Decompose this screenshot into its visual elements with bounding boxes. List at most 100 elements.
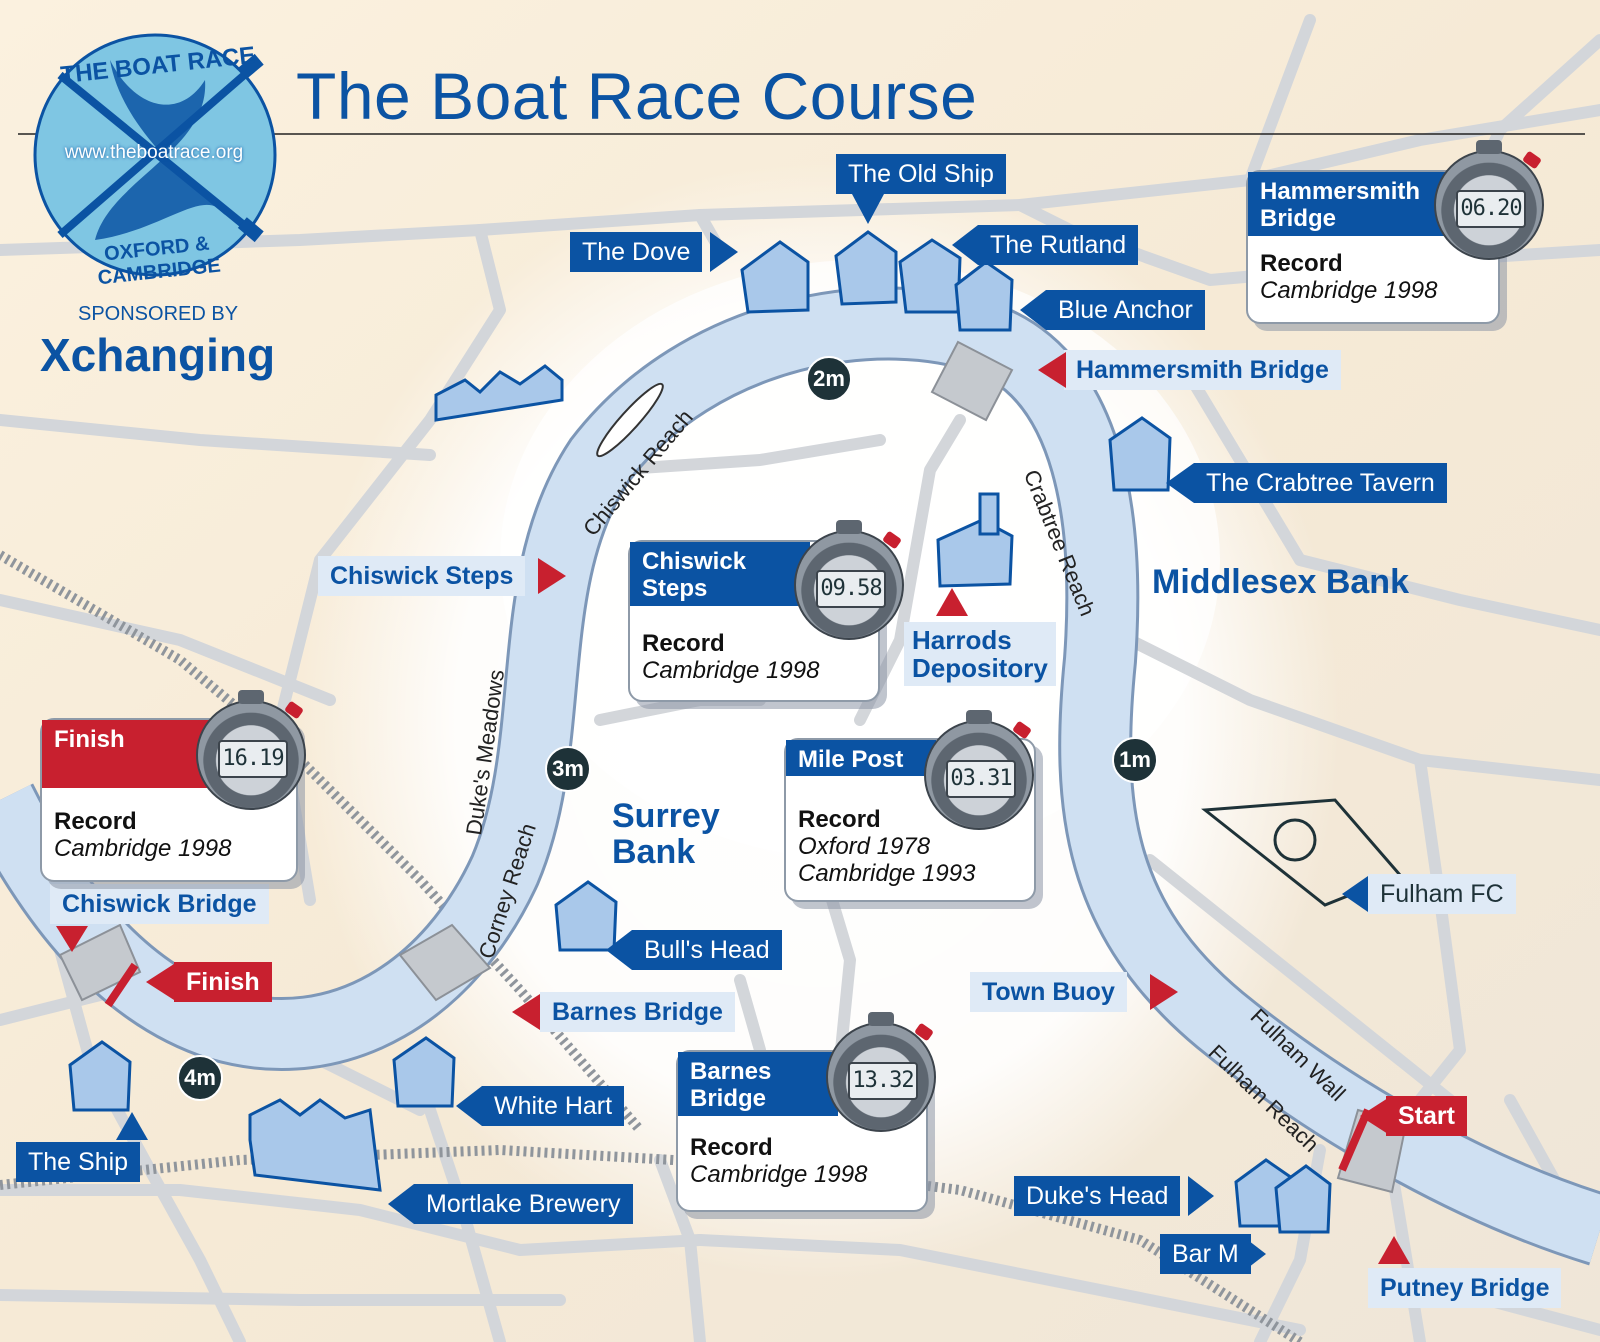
label-white-hart[interactable]: White Hart — [482, 1086, 625, 1126]
label-bar-m[interactable]: Bar M — [1160, 1234, 1251, 1274]
record-card-chiswick-steps: Chiswick Steps Record Cambridge 1998 — [628, 540, 880, 702]
record-card-header: Hammersmith Bridge — [1248, 172, 1448, 236]
surrey-bank-line2: Bank — [612, 833, 696, 871]
record-card-title-line2: Steps — [642, 575, 708, 602]
record-card-header: Finish — [42, 720, 212, 788]
record-holder-1: Oxford 1978 — [798, 833, 931, 860]
mile-marker-3m: 3m — [545, 746, 591, 792]
pointer-the-dove — [710, 232, 738, 272]
pointer-dukes-head — [1188, 1176, 1214, 1216]
pointer-chiswick-bridge — [56, 926, 88, 952]
house-icon — [68, 230, 1332, 1234]
stopwatch-time: 03.31 — [946, 760, 1016, 798]
label-mortlake-brewery[interactable]: Mortlake Brewery — [414, 1184, 633, 1224]
stopwatch-time: 09.58 — [816, 570, 886, 608]
label-bulls-head[interactable]: Bull's Head — [632, 930, 782, 970]
sponsored-by: SPONSORED BY — [78, 303, 239, 325]
label-chiswick-bridge[interactable]: Chiswick Bridge — [50, 884, 269, 924]
label-hammersmith-bridge[interactable]: Hammersmith Bridge — [1064, 350, 1341, 390]
label-town-buoy[interactable]: Town Buoy — [970, 972, 1127, 1012]
depository-icon — [936, 492, 1014, 588]
pointer-hammersmith-bridge — [1038, 352, 1066, 388]
railways — [0, 550, 1303, 1342]
pointer-bulls-head — [606, 930, 632, 970]
pointer-barnes-bridge — [512, 994, 540, 1030]
stopwatch-icon: 03.31 — [924, 710, 1034, 830]
record-holder-1: Cambridge 1998 — [690, 1161, 868, 1188]
pointer-the-old-ship — [852, 194, 884, 224]
label-chiswick-steps[interactable]: Chiswick Steps — [318, 556, 526, 596]
surrey-bank-line1: Surrey — [612, 797, 720, 835]
river-thames-water — [0, 289, 1600, 1263]
label-putney-bridge[interactable]: Putney Bridge — [1368, 1268, 1562, 1308]
mile-marker-1m: 1m — [1112, 737, 1158, 783]
pointer-chiswick-steps — [538, 558, 566, 594]
label-dukes-head[interactable]: Duke's Head — [1014, 1176, 1181, 1216]
record-card-body: Record Cambridge 1998 — [690, 1134, 867, 1188]
label-fulham-fc[interactable]: Fulham FC — [1368, 874, 1516, 914]
logo-url: www.theboatrace.org — [64, 142, 244, 163]
label-start[interactable]: Start — [1386, 1096, 1467, 1136]
record-card-body: Record Cambridge 1998 — [642, 630, 819, 684]
factory-icon — [248, 364, 564, 1192]
label-the-old-ship[interactable]: The Old Ship — [836, 154, 1006, 194]
boat-race-logo — [33, 33, 277, 277]
mile-marker-2m: 2m — [806, 356, 852, 402]
record-holder-1: Cambridge 1998 — [642, 657, 820, 684]
stopwatch-time: 16.19 — [218, 740, 288, 778]
record-card-finish: Finish Record Cambridge 1998 — [40, 718, 298, 882]
record-holder-1: Cambridge 1998 — [1260, 277, 1438, 304]
label-harrods-depository[interactable]: Harrods Depository — [904, 622, 1056, 686]
record-card-body: Record Oxford 1978 Cambridge 1993 — [798, 806, 975, 887]
label-finish[interactable]: Finish — [174, 962, 272, 1002]
record-card-body: Record Cambridge 1998 — [1260, 250, 1437, 304]
record-card-title-line1: Hammersmith — [1260, 178, 1421, 205]
record-card-title-line1: Finish — [54, 726, 125, 753]
sponsor-name: Xchanging — [40, 329, 276, 381]
pointer-crabtree-tavern — [1166, 463, 1194, 503]
record-card-body: Record Cambridge 1998 — [54, 808, 231, 862]
record-card-title-line2: Bridge — [690, 1085, 767, 1112]
pointer-fulham-fc — [1342, 876, 1368, 912]
mile-marker-4m: 4m — [177, 1055, 223, 1101]
label-blue-anchor[interactable]: Blue Anchor — [1046, 290, 1205, 330]
stopwatch-time: 13.32 — [848, 1062, 918, 1100]
finish-line — [104, 962, 139, 1008]
stopwatch-icon: 13.32 — [826, 1012, 936, 1132]
label-the-rutland[interactable]: The Rutland — [978, 225, 1139, 265]
harrods-line2: Depository — [912, 653, 1048, 683]
record-label: Record — [54, 808, 137, 835]
pointer-start — [1360, 1098, 1388, 1134]
pointer-bar-m — [1240, 1234, 1266, 1274]
stopwatch-icon: 16.19 — [196, 690, 306, 810]
surrey-bank: Surrey Bank — [612, 798, 720, 870]
record-label: Record — [1260, 250, 1343, 277]
stopwatch-icon: 06.20 — [1434, 140, 1544, 260]
chiswick-eyot — [596, 382, 664, 458]
page-title: The Boat Race Course — [296, 59, 978, 133]
label-barnes-bridge[interactable]: Barnes Bridge — [540, 992, 735, 1032]
record-card-header: Barnes Bridge — [678, 1052, 838, 1116]
record-card-header: Mile Post — [786, 740, 936, 776]
record-holder-2: Cambridge 1993 — [798, 860, 976, 887]
middlesex-bank: Middlesex Bank — [1152, 563, 1409, 601]
stopwatch-time: 06.20 — [1456, 190, 1526, 228]
pointer-town-buoy — [1150, 974, 1178, 1010]
record-holder-1: Cambridge 1998 — [54, 835, 232, 862]
record-label: Record — [690, 1134, 773, 1161]
pointer-the-ship — [116, 1112, 148, 1140]
label-the-dove[interactable]: The Dove — [570, 232, 703, 272]
pointer-the-rutland — [952, 225, 978, 265]
record-card-title-line1: Chiswick — [642, 548, 747, 575]
record-card-title-line2: Bridge — [1260, 205, 1337, 232]
pointer-harrods-depository — [936, 588, 968, 616]
label-crabtree-tavern[interactable]: The Crabtree Tavern — [1194, 463, 1447, 503]
label-the-ship[interactable]: The Ship — [16, 1142, 141, 1182]
pointer-white-hart — [456, 1086, 482, 1126]
pointer-mortlake-brewery — [388, 1184, 414, 1224]
stopwatch-icon: 09.58 — [794, 520, 904, 640]
record-label: Record — [642, 630, 725, 657]
pointer-finish — [146, 964, 174, 1000]
record-card-title-line1: Barnes — [690, 1058, 772, 1085]
